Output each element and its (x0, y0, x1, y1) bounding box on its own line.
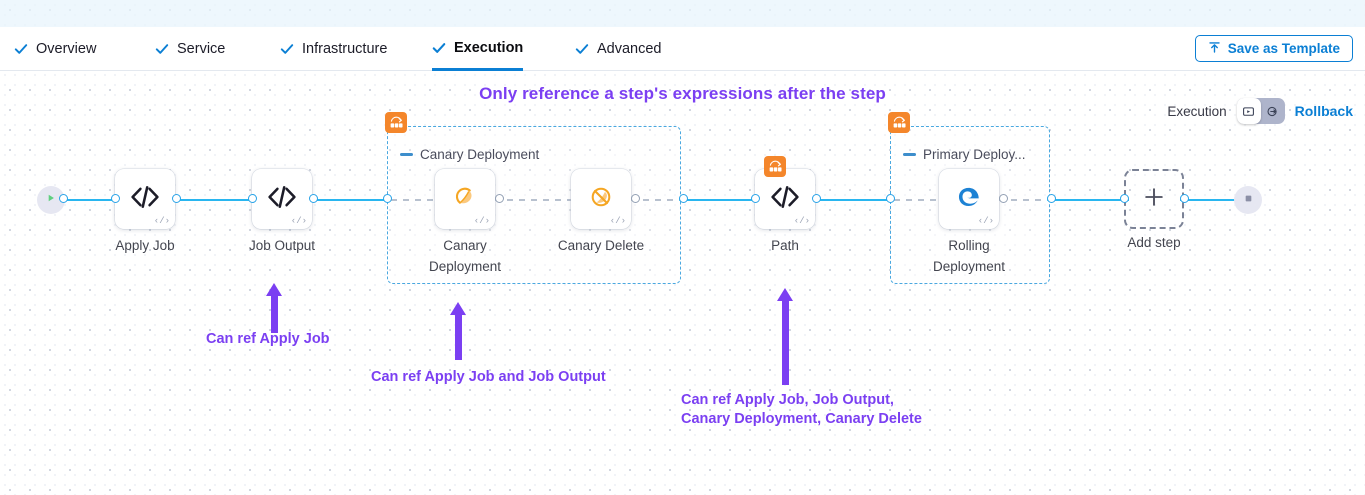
port[interactable] (1120, 194, 1129, 203)
step-card[interactable]: ‹/› (571, 169, 631, 229)
check-icon (14, 42, 28, 56)
port[interactable] (751, 194, 760, 203)
tab-advanced[interactable]: Advanced (575, 27, 662, 71)
step-card[interactable]: ‹/› (115, 169, 175, 229)
annotation-text-apply-job: Can ref Apply Job (206, 331, 330, 347)
port[interactable] (631, 194, 640, 203)
stop-icon (1243, 191, 1254, 209)
stage-group-icon (764, 156, 786, 177)
port[interactable] (172, 194, 181, 203)
code-icon (128, 184, 162, 215)
check-icon (155, 42, 169, 56)
tab-infrastructure[interactable]: Infrastructure (280, 27, 387, 71)
page-headline: Only reference a step's expressions afte… (479, 84, 886, 103)
group-title-row: Primary Deploy... (903, 147, 1026, 162)
play-in-circle-icon[interactable] (1261, 98, 1285, 124)
connector-canarydeploy-canarydelete (495, 198, 576, 201)
code-small-icon: ‹/› (793, 216, 810, 226)
step-label: Canary Delete (557, 238, 645, 253)
group-collapse-toggle[interactable] (903, 153, 916, 156)
play-icon (45, 191, 57, 209)
tab-label: Infrastructure (302, 41, 388, 57)
step-card[interactable]: ‹/› (252, 169, 312, 229)
port[interactable] (812, 194, 821, 203)
connector-apply-joboutput (172, 198, 256, 201)
tab-label: Overview (36, 41, 97, 57)
port[interactable] (1047, 194, 1056, 203)
canary-bird-icon (450, 182, 480, 217)
connector-primarygroup-rolling (894, 198, 944, 201)
code-icon (265, 184, 299, 215)
rollback-link[interactable]: Rollback (1294, 103, 1353, 119)
connector-addstep-end (1180, 198, 1242, 201)
port[interactable] (309, 194, 318, 203)
annotation-text-canary-deployment: Can ref Apply Job and Job Output (371, 369, 606, 385)
tab-label: Execution (454, 39, 524, 56)
play-in-box-icon[interactable] (1236, 98, 1261, 124)
tab-service[interactable]: Service (155, 27, 225, 71)
connector-canarygroup-path (679, 198, 760, 201)
connector-canarygroup-canarydeploy (391, 198, 439, 201)
tab-bar: Overview Service Infrastructure Executio… (0, 27, 1365, 71)
execution-mode-toggle[interactable] (1236, 98, 1285, 124)
connector-start-apply (63, 198, 119, 201)
tab-label: Service (177, 41, 226, 57)
code-icon (768, 184, 802, 215)
port[interactable] (1180, 194, 1189, 203)
step-label: Path (771, 238, 799, 253)
port[interactable] (495, 194, 504, 203)
connector-canarydelete-groupend (631, 198, 681, 201)
save-as-template-label: Save as Template (1227, 41, 1340, 56)
end-node[interactable] (1234, 186, 1262, 214)
tab-label: Advanced (597, 41, 662, 57)
canary-delete-icon (586, 182, 616, 217)
port[interactable] (248, 194, 257, 203)
port[interactable] (886, 194, 895, 203)
group-title: Primary Deploy... (923, 147, 1026, 162)
stage-group-icon (888, 112, 910, 133)
execution-label: Execution (1167, 103, 1227, 119)
code-small-icon: ‹/› (290, 216, 307, 226)
step-label: Rolling Deployment (932, 238, 1006, 274)
connector-joboutput-canarygroup (309, 198, 391, 201)
add-step-box[interactable] (1124, 169, 1184, 229)
port[interactable] (111, 194, 120, 203)
group-title-row: Canary Deployment (400, 147, 539, 162)
connector-rolling-groupend (999, 198, 1049, 201)
port[interactable] (59, 194, 68, 203)
check-icon (280, 42, 294, 56)
code-small-icon: ‹/› (473, 216, 490, 226)
code-small-icon: ‹/› (153, 216, 170, 226)
connector-path-primarygroup (812, 198, 894, 201)
code-small-icon: ‹/› (977, 216, 994, 226)
execution-rollback-switcher: Execution Rollback (1167, 98, 1353, 124)
group-collapse-toggle[interactable] (400, 153, 413, 156)
step-card[interactable]: ‹/› (755, 169, 815, 229)
annotation-text-path: Can ref Apply Job, Job Output, Canary De… (681, 392, 922, 427)
save-as-template-button[interactable]: Save as Template (1194, 35, 1353, 62)
plus-icon (1142, 185, 1166, 214)
group-title: Canary Deployment (420, 147, 540, 162)
add-step-label: Add step (1127, 235, 1181, 250)
port[interactable] (679, 194, 688, 203)
step-label: Canary Deployment (428, 238, 502, 274)
step-card[interactable]: ‹/› (939, 169, 999, 229)
stage-group-icon (385, 112, 407, 133)
check-icon (432, 41, 446, 55)
connector-primarygroup-addstep (1047, 198, 1129, 201)
canvas-top-tint (0, 0, 1365, 27)
rolling-swirl-icon (954, 182, 984, 217)
code-small-icon: ‹/› (609, 216, 626, 226)
step-card[interactable]: ‹/› (435, 169, 495, 229)
tab-overview[interactable]: Overview (14, 27, 96, 71)
step-label: Job Output (248, 238, 316, 253)
check-icon (575, 42, 589, 56)
port[interactable] (999, 194, 1008, 203)
upload-icon (1208, 41, 1221, 57)
step-label: Apply Job (115, 238, 175, 253)
tab-execution[interactable]: Execution (432, 27, 524, 71)
port[interactable] (383, 194, 392, 203)
